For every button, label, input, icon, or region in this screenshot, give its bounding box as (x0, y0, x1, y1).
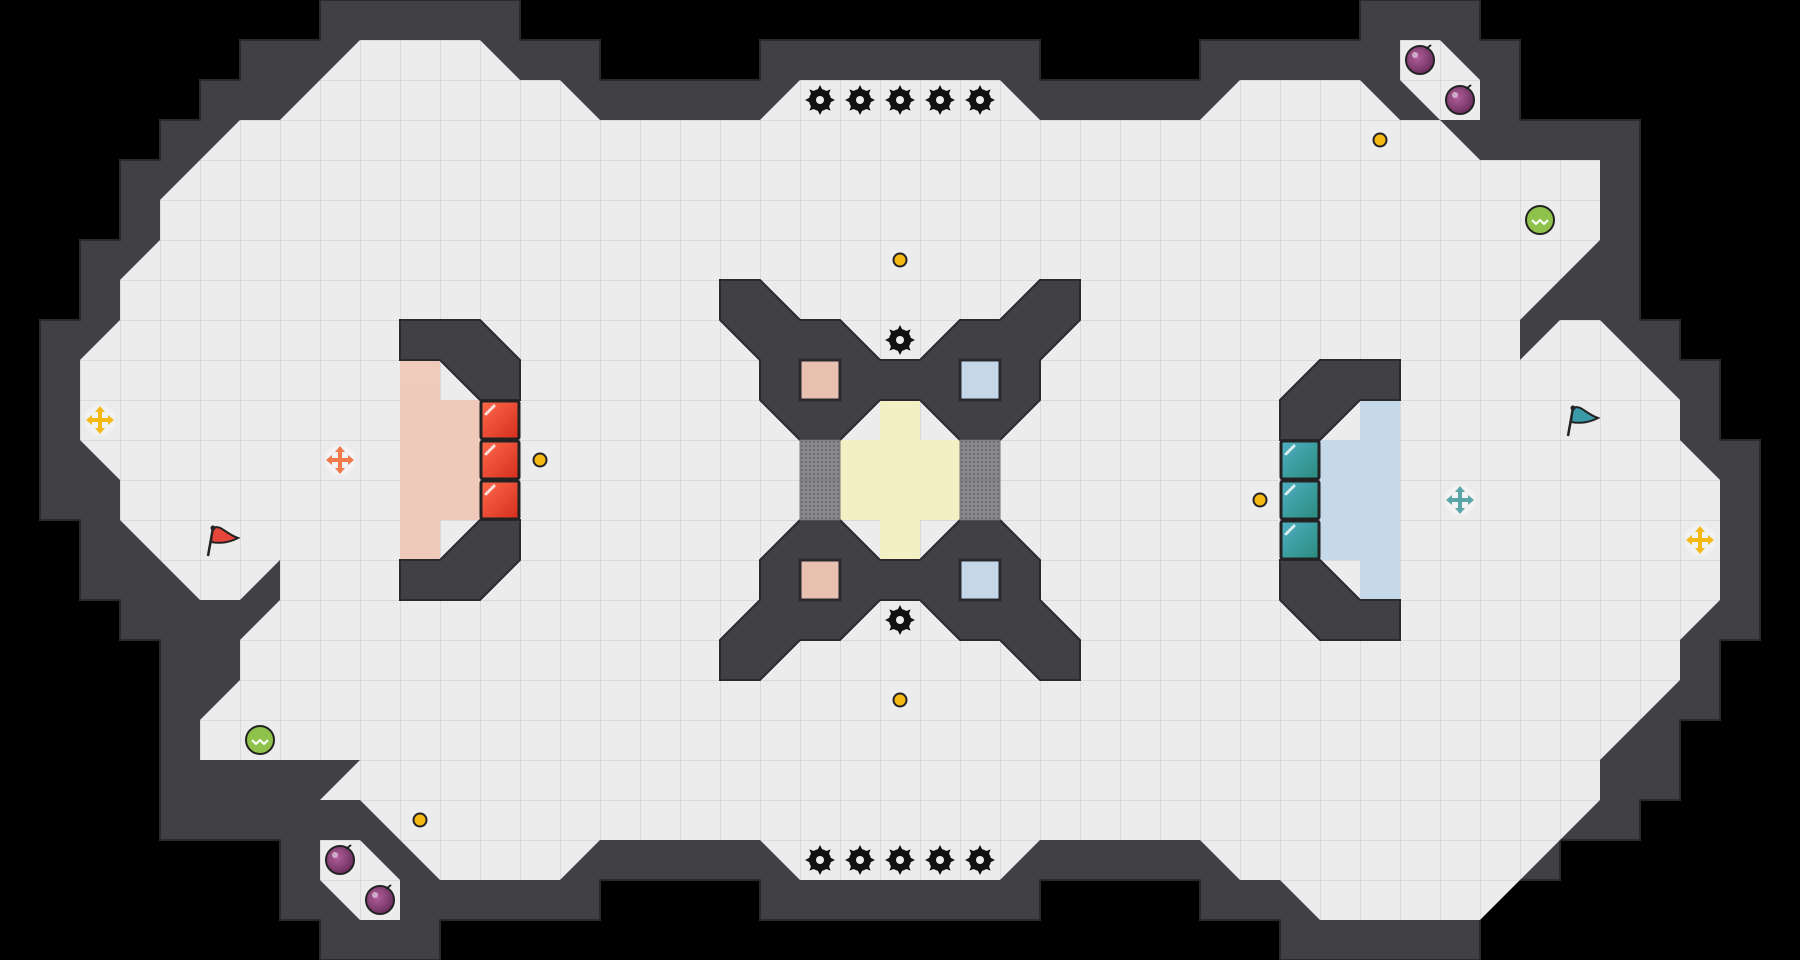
coin (1252, 492, 1268, 508)
spike-icon (885, 605, 915, 635)
red-boost-icon (325, 445, 355, 475)
spike-icon (805, 845, 835, 875)
bomb-icon (1445, 84, 1475, 115)
coin (532, 452, 548, 468)
red-zone (400, 360, 480, 560)
red-gate-tile (479, 479, 521, 521)
blue-boost-icon (1445, 485, 1475, 515)
speed-pad (799, 479, 841, 521)
red-gate-tile (479, 399, 521, 441)
spike-icon (885, 85, 915, 115)
bomb-icon (325, 844, 355, 875)
blue-gate-tile (1279, 479, 1321, 521)
blue-flag-icon (1566, 405, 1601, 437)
coin (892, 252, 908, 268)
spike-icon (845, 85, 875, 115)
speed-pad (959, 479, 1001, 521)
spike-icon (885, 845, 915, 875)
spike-icon (925, 845, 955, 875)
red-flag-icon (206, 525, 241, 557)
spike-icon (965, 845, 995, 875)
spike-icon (805, 85, 835, 115)
coin (412, 812, 428, 828)
spike-icon (845, 845, 875, 875)
spike-icon (965, 85, 995, 115)
coin (892, 692, 908, 708)
powerup-icon (245, 725, 275, 755)
bomb-icon (1405, 44, 1435, 75)
speed-pad (799, 439, 841, 481)
powerup-icon (1525, 205, 1555, 235)
neutral-boost-icon (85, 405, 115, 435)
red-gate-tile (479, 439, 521, 481)
blue-gate-tile (1279, 439, 1321, 481)
center-team-tiles (798, 358, 1002, 602)
neutral-zone (840, 400, 960, 560)
neutral-boost-icon (1685, 525, 1715, 555)
spike-icon (925, 85, 955, 115)
map-items (85, 44, 1715, 915)
blue-zone (1320, 400, 1400, 600)
spike-icon (885, 325, 915, 355)
coin (1372, 132, 1388, 148)
blue-gate-tile (1279, 519, 1321, 561)
speed-pad (959, 439, 1001, 481)
bomb-icon (365, 884, 395, 915)
